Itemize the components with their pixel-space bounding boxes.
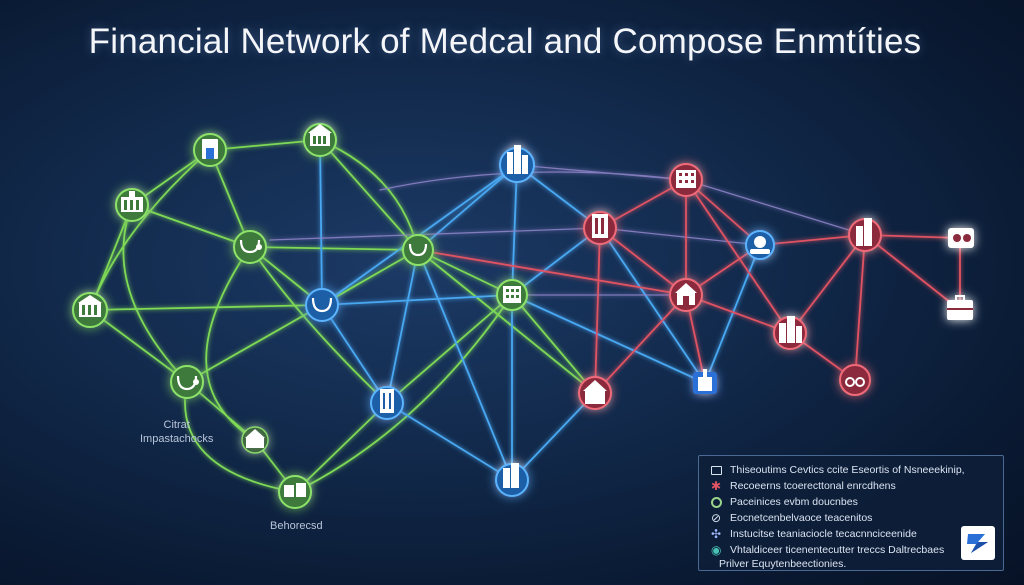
node-red-8 — [948, 228, 974, 248]
node-green-10 — [496, 279, 528, 311]
legend-item: ⊘ Eocnetcenbelvaoce teacenitos — [711, 510, 873, 525]
diagram-title: Financial Network of Medcal and Compose … — [88, 22, 922, 61]
label-citrat: Citrat Impastachocks — [140, 418, 213, 446]
label-citrat-line1: Citrat — [163, 419, 190, 431]
node-green-3 — [115, 188, 149, 222]
node-red-4 — [848, 218, 882, 252]
legend-item: ◉ Vhtaldiceer ticenentecutter treccs Dal… — [711, 542, 945, 557]
link-icon: ⊘ — [711, 510, 722, 525]
node-green-4 — [233, 230, 267, 264]
legend-item: ✱ Recoeerns tcoerecttonal enrcdhens — [711, 478, 896, 493]
node-red-7 — [839, 364, 871, 396]
node-blue-5 — [745, 230, 775, 260]
ring-icon — [711, 496, 722, 508]
legend-item: Paceinices evbm doucnbes — [711, 496, 858, 508]
node-blue-3 — [370, 386, 404, 420]
eye-icon: ◉ — [711, 542, 722, 557]
node-red-3 — [669, 278, 703, 312]
atom-icon: ✣ — [711, 526, 722, 541]
node-red-5 — [773, 316, 807, 350]
card-icon — [711, 465, 722, 475]
medical-star-icon: ✱ — [711, 478, 722, 493]
node-blue-4 — [495, 463, 529, 497]
edge-layer — [89, 139, 961, 493]
node-blue-2 — [499, 145, 535, 183]
node-green-7 — [170, 365, 204, 399]
node-red-6 — [578, 376, 612, 410]
node-blue-6 — [693, 369, 717, 394]
label-bottom: Behorecsd — [270, 520, 323, 532]
brand-logo-mark — [967, 534, 988, 553]
brand-logo — [961, 526, 995, 560]
legend-panel: Thiseoutims Cevtics ccite Eseortis of Ns… — [698, 455, 1004, 571]
node-layer — [72, 123, 974, 509]
node-green-5 — [72, 292, 108, 328]
legend-item: ✣ Instucitse teaniaciocle tecacnnciceeni… — [711, 526, 917, 541]
node-green-8 — [241, 426, 269, 454]
legend-item: Prilver Equytenbeectionies. — [719, 558, 847, 570]
node-red-2 — [583, 211, 617, 245]
node-green-2 — [303, 123, 337, 157]
label-citrat-line2: Impastachocks — [140, 433, 214, 445]
node-red-1 — [669, 163, 703, 197]
node-red-9 — [947, 295, 973, 320]
node-green-1 — [193, 133, 227, 167]
node-green-9 — [278, 475, 312, 509]
node-blue-1 — [305, 288, 339, 322]
node-green-6 — [402, 234, 434, 266]
legend-item: Thiseoutims Cevtics ccite Eseortis of Ns… — [711, 464, 965, 476]
